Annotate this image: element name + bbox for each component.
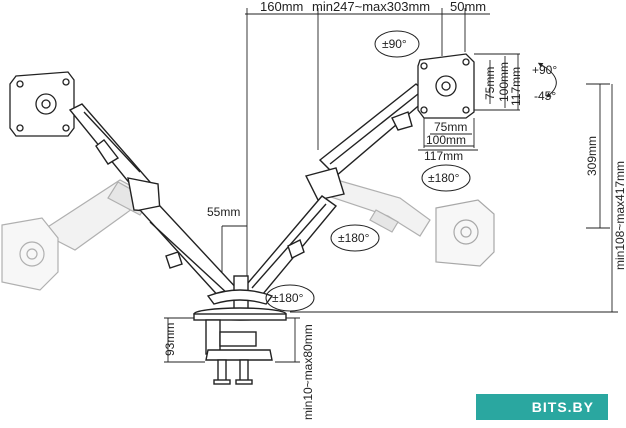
clamp-range-label: min10~max80mm [301, 324, 315, 420]
pole-gap-label: 55mm [207, 205, 240, 219]
rotation-markers [265, 30, 557, 312]
vesa-v-100-label: 100mm [426, 133, 466, 147]
height-range-label: min108~max417mm [613, 161, 626, 270]
swivel-base-label: ±180° [272, 291, 304, 305]
watermark-badge: BITS.BY [476, 394, 608, 420]
ghost-right-arm [327, 177, 431, 237]
left-arm [68, 103, 242, 301]
swivel-mid-label: ±180° [338, 231, 370, 245]
ghost-right-monitor-plate [435, 199, 495, 267]
tilt-down-label: -45° [534, 89, 556, 103]
plate-width-label: 50mm [450, 0, 486, 14]
vesa-h-75-label: 75mm [483, 67, 497, 100]
vesa-v-75-label: 75mm [434, 120, 467, 134]
tilt-rotation-label: ±90° [382, 37, 407, 51]
arm-length-label: min247~max303mm [312, 0, 430, 14]
arm-offset-label: 160mm [260, 0, 303, 14]
arm-height-label: 309mm [585, 136, 599, 176]
tilt-up-label: +90° [532, 63, 557, 77]
vesa-h-117-label: 117mm [509, 67, 523, 106]
right-vesa-plate [417, 53, 475, 119]
vesa-v-117-label: 117mm [424, 149, 463, 163]
pole-and-clamp [193, 275, 287, 385]
ghost-left-monitor-plate [1, 217, 59, 291]
swivel-upper-label: ±180° [428, 171, 460, 185]
vesa-h-100-label: 100mm [497, 62, 511, 102]
clamp-height-label: 93mm [163, 323, 177, 356]
left-vesa-plate [9, 71, 75, 137]
right-arm [240, 83, 432, 301]
dimension-lines [164, 8, 618, 363]
